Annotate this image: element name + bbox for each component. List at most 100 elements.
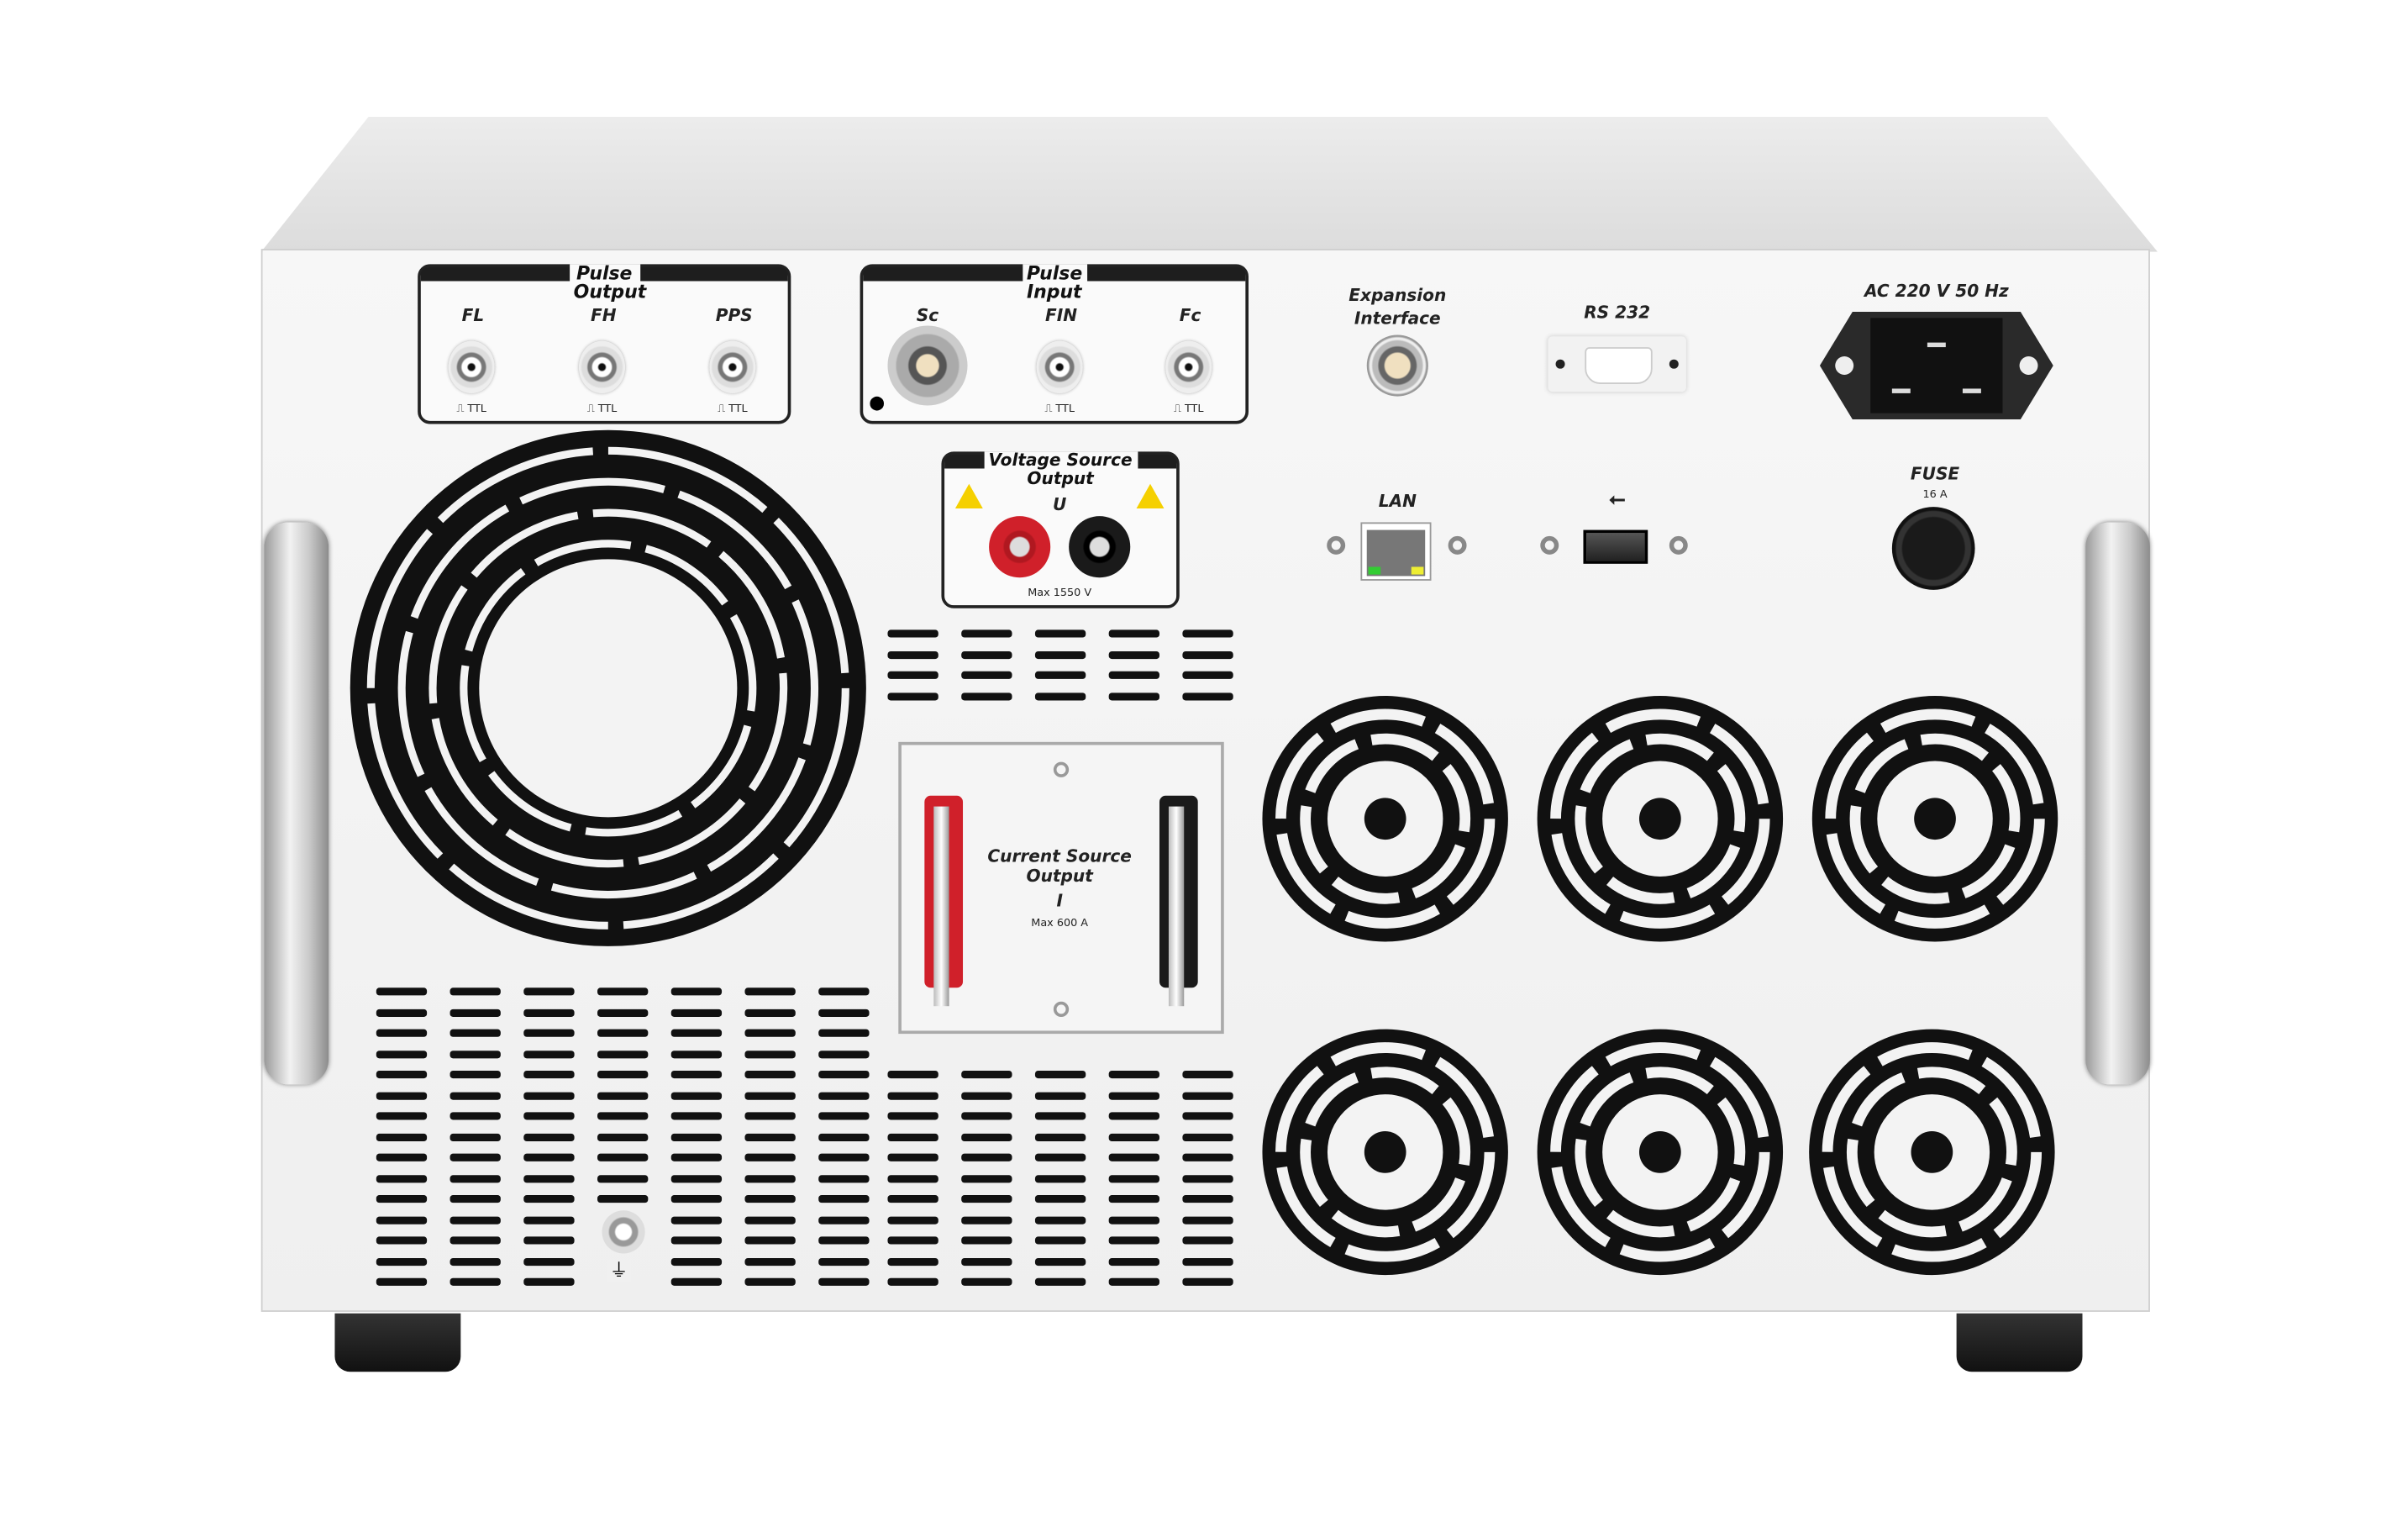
vent-slot bbox=[670, 1029, 723, 1037]
vent-slot bbox=[961, 650, 1012, 659]
bnc-connector-fl[interactable] bbox=[448, 340, 495, 393]
voltage-positive-terminal[interactable] bbox=[989, 516, 1051, 578]
vent-slot bbox=[744, 1029, 796, 1037]
left-handle bbox=[264, 522, 329, 1085]
port-label-fc: Fc bbox=[1179, 305, 1201, 326]
caution-warning-icon bbox=[1136, 483, 1165, 509]
bnc-connector-fin[interactable] bbox=[1036, 340, 1083, 393]
vent-slot bbox=[1034, 671, 1086, 679]
current-output-plate bbox=[898, 741, 1224, 1035]
ac-power-inlet[interactable] bbox=[1819, 312, 2053, 419]
lan-port[interactable] bbox=[1360, 522, 1432, 581]
vent-slot bbox=[450, 1195, 501, 1203]
voltage-output-group: Voltage Source Output bbox=[941, 450, 1180, 608]
vent-slot bbox=[1108, 1257, 1159, 1266]
port-label-pps: PPS bbox=[715, 305, 753, 326]
vent-slot bbox=[1182, 692, 1233, 700]
vent-slot bbox=[887, 692, 938, 700]
bnc-connector-fh[interactable] bbox=[579, 340, 625, 393]
vent-slot bbox=[961, 1195, 1012, 1203]
vent-slot bbox=[887, 1236, 938, 1245]
usb-port[interactable] bbox=[1583, 529, 1648, 564]
vent-slot bbox=[523, 1257, 575, 1266]
vent-slot bbox=[376, 1070, 428, 1079]
high-voltage-warning-icon bbox=[954, 483, 983, 509]
vent-slot bbox=[1108, 1133, 1159, 1141]
vent-slot bbox=[597, 1008, 649, 1017]
vent-slot bbox=[1182, 671, 1233, 679]
vent-slot bbox=[670, 1091, 723, 1099]
ground-icon: ⏚ bbox=[606, 1259, 632, 1282]
port-label-fin: FIN bbox=[1044, 305, 1078, 326]
vent-slot bbox=[597, 1195, 649, 1203]
voltage-max: Max 1550 V bbox=[1028, 587, 1092, 599]
vent-slot bbox=[961, 1133, 1012, 1141]
vent-slot bbox=[1182, 629, 1233, 638]
vent-slot bbox=[961, 671, 1012, 679]
vent-slot bbox=[450, 1257, 501, 1266]
vent-slot bbox=[818, 1029, 870, 1037]
bnc-connector-fc[interactable] bbox=[1165, 340, 1212, 393]
fuse-label: FUSE bbox=[1910, 463, 1960, 484]
vent-slot bbox=[670, 1174, 723, 1182]
fuse-holder[interactable] bbox=[1891, 507, 1975, 590]
vent-slot bbox=[961, 1277, 1012, 1286]
vent-slot bbox=[744, 1257, 796, 1266]
ground-terminal[interactable] bbox=[602, 1210, 645, 1254]
vent-slot bbox=[1182, 1153, 1233, 1161]
expansion-connector[interactable] bbox=[1366, 334, 1428, 397]
vent-slot bbox=[744, 1174, 796, 1182]
vent-slot bbox=[887, 1070, 938, 1079]
vent-slot bbox=[670, 1257, 723, 1266]
pulse-input-title: Pulse Input bbox=[1022, 264, 1087, 302]
vent-slot bbox=[961, 629, 1012, 638]
chassis-top bbox=[260, 116, 2158, 252]
vent-slot bbox=[597, 1029, 649, 1037]
vent-slot bbox=[597, 987, 649, 996]
current-output-title: Current Source Output bbox=[987, 846, 1132, 887]
right-foot bbox=[1956, 1313, 2083, 1372]
port-label-fh: FH bbox=[591, 305, 617, 326]
rs232-connector[interactable] bbox=[1548, 336, 1686, 392]
vent-slot bbox=[376, 987, 428, 996]
ttl-label: ⎍ TTL bbox=[1044, 402, 1075, 415]
vent-slot bbox=[450, 1050, 501, 1058]
vent-slot bbox=[376, 1153, 428, 1161]
screw bbox=[1669, 535, 1688, 555]
vent-slot bbox=[1182, 1133, 1233, 1141]
vent-slot bbox=[744, 1215, 796, 1224]
ttl-label: ⎍ TTL bbox=[456, 402, 486, 415]
bnc-connector-pps[interactable] bbox=[709, 340, 756, 393]
sc-lemo-connector[interactable] bbox=[887, 325, 968, 406]
vent-slot bbox=[744, 1008, 796, 1017]
vent-slot bbox=[1108, 650, 1159, 659]
vent-slot bbox=[376, 1112, 428, 1120]
vent-slot bbox=[1182, 1174, 1233, 1182]
ttl-label: ⎍ TTL bbox=[718, 402, 748, 415]
vent-slot bbox=[376, 1008, 428, 1017]
fan-grille bbox=[1811, 695, 2058, 942]
voltage-negative-terminal[interactable] bbox=[1069, 516, 1131, 578]
vent-slot bbox=[670, 1008, 723, 1017]
vent-slot bbox=[961, 692, 1012, 700]
vent-slot bbox=[818, 1112, 870, 1120]
vent-slot bbox=[1034, 1153, 1086, 1161]
vent-slot bbox=[523, 1277, 575, 1286]
vent-slot bbox=[450, 1133, 501, 1141]
vent-slot bbox=[961, 1236, 1012, 1245]
vent-slot bbox=[1034, 1257, 1086, 1266]
vent-slot bbox=[961, 1257, 1012, 1266]
vent-slot bbox=[1182, 1257, 1233, 1266]
fan-grille bbox=[1262, 695, 1508, 942]
vent-slot bbox=[376, 1174, 428, 1182]
vent-slot bbox=[744, 1070, 796, 1079]
vent-slot bbox=[744, 987, 796, 996]
vent-slot bbox=[523, 1236, 575, 1245]
expansion-label: Expansion Interface bbox=[1349, 285, 1447, 329]
vent-slot bbox=[670, 1153, 723, 1161]
vent-slot bbox=[670, 1050, 723, 1058]
vent-slot bbox=[1182, 1236, 1233, 1245]
vent-slot bbox=[961, 1112, 1012, 1120]
